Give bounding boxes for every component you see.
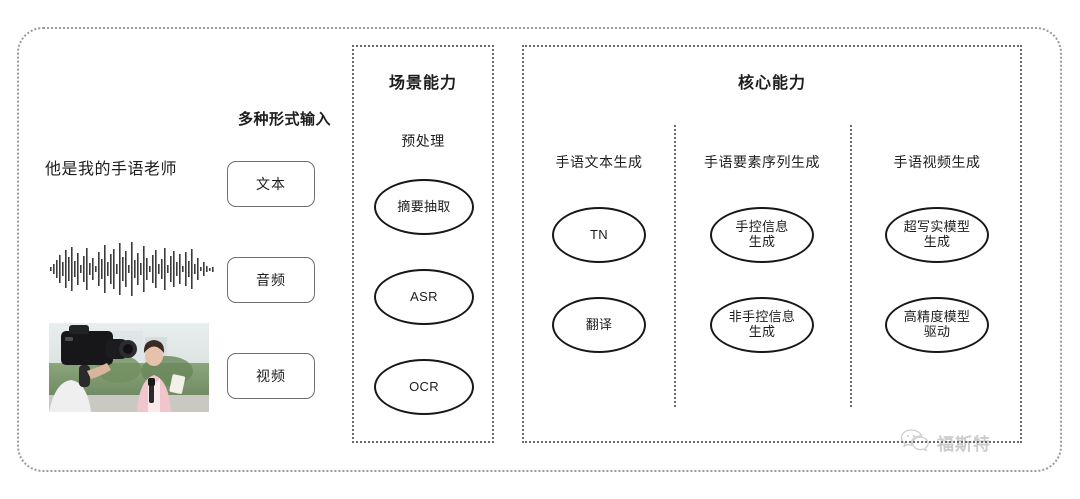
core-node-translation[interactable]: 翻译 xyxy=(552,297,646,353)
scene-node-summary-extraction[interactable]: 摘要抽取 xyxy=(374,179,474,235)
core-node-high-precision-model-driving[interactable]: 高精度模型 驱动 xyxy=(885,297,989,353)
input-modality-text[interactable]: 文本 xyxy=(227,161,315,207)
input-section: 多种形式输入 他是我的手语老师 xyxy=(30,40,340,440)
core-node-high-precision-line1: 高精度模型 xyxy=(903,309,971,325)
video-thumbnail-photo xyxy=(49,323,209,412)
core-node-manual-info-generation[interactable]: 手控信息 生成 xyxy=(710,207,814,263)
core-node-nonmanual-info-line2: 生成 xyxy=(748,324,776,339)
scene-capability-panel: 场景能力 预处理 摘要抽取 ASR OCR xyxy=(352,45,494,443)
audio-waveform-icon xyxy=(48,238,218,300)
core-node-hyperrealistic-model-generation[interactable]: 超写实模型 生成 xyxy=(885,207,989,263)
core-node-manual-info-line1: 手控信息 xyxy=(735,219,789,235)
watermark: 福斯特 xyxy=(900,428,991,457)
core-column-0-label: 手语文本生成 xyxy=(555,154,643,170)
scene-node-asr[interactable]: ASR xyxy=(374,269,474,325)
watermark-text: 福斯特 xyxy=(937,435,991,454)
input-section-heading: 多种形式输入 xyxy=(238,111,332,128)
core-node-tn[interactable]: TN xyxy=(552,207,646,263)
core-column-2-label: 手语视频生成 xyxy=(893,154,981,170)
core-column-sign-element-sequence-generation: 手语要素序列生成 手控信息 生成 非手控信息 生成 xyxy=(674,47,850,441)
core-node-hyperrealistic-line1: 超写实模型 xyxy=(903,219,971,235)
core-column-sign-text-generation: 手语文本生成 TN 翻译 xyxy=(524,47,674,441)
core-node-hyperrealistic-line2: 生成 xyxy=(923,234,951,249)
diagram-outer-frame xyxy=(17,27,1062,472)
core-capability-title: 核心能力 xyxy=(737,75,806,92)
core-capability-panel: 核心能力 手语文本生成 TN 翻译 手语要素序列生成 手控信息 生成 非手控信息… xyxy=(522,45,1022,443)
sample-sentence-text: 他是我的手语老师 xyxy=(45,161,178,178)
core-node-tn-line1: TN xyxy=(590,226,608,242)
core-node-manual-info-line2: 生成 xyxy=(748,234,776,249)
scene-group-label-preprocessing: 预处理 xyxy=(401,133,445,149)
core-column-divider-1 xyxy=(674,125,676,407)
core-node-translation-line1: 翻译 xyxy=(585,316,613,332)
core-column-divider-2 xyxy=(850,125,852,407)
core-node-nonmanual-info-generation[interactable]: 非手控信息 生成 xyxy=(710,297,814,353)
core-column-sign-video-generation: 手语视频生成 超写实模型 生成 高精度模型 驱动 xyxy=(850,47,1024,441)
core-node-high-precision-line2: 驱动 xyxy=(923,324,951,339)
core-column-1-label: 手语要素序列生成 xyxy=(704,154,820,170)
scene-node-ocr[interactable]: OCR xyxy=(374,359,474,415)
scene-capability-title: 场景能力 xyxy=(388,75,457,92)
wechat-icon xyxy=(900,428,930,457)
core-node-nonmanual-info-line1: 非手控信息 xyxy=(728,309,796,325)
input-modality-video[interactable]: 视频 xyxy=(227,353,315,399)
input-modality-audio[interactable]: 音频 xyxy=(227,257,315,303)
